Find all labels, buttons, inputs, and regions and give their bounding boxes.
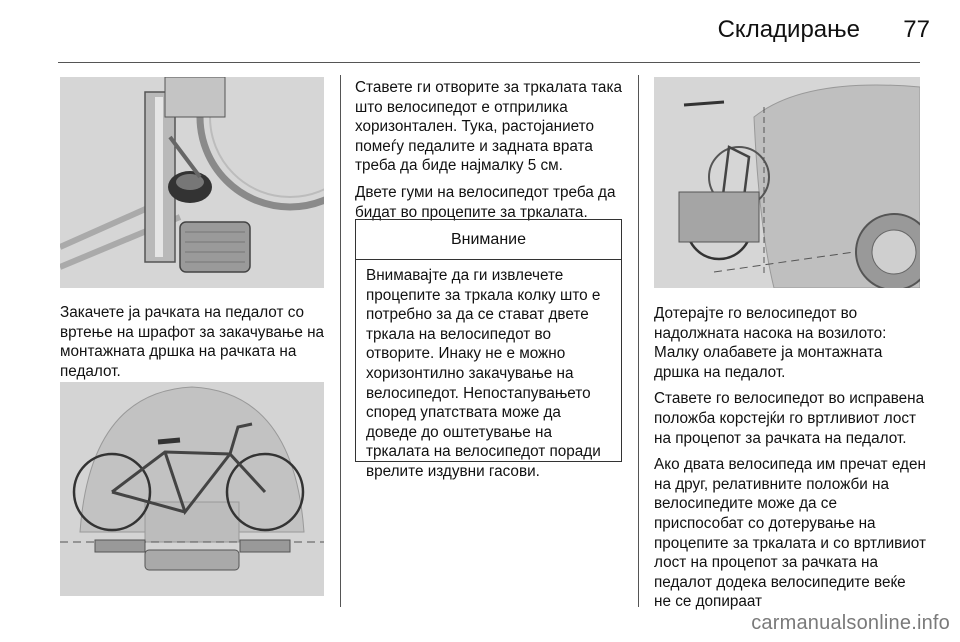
middle-paragraph-2: Двете гуми на велосипедот треба да бидат… (355, 183, 616, 221)
column-separator-1 (340, 75, 341, 607)
page-title: Складирање (717, 16, 860, 43)
watermark: carmanualsonline.info (751, 612, 950, 634)
page-number: 77 (903, 16, 930, 43)
pedal-holder-illustration (60, 77, 324, 288)
bike-side-view-illustration (654, 77, 920, 288)
column-separator-2 (638, 75, 639, 607)
caution-heading: Внимание (356, 220, 621, 260)
header-rule (58, 62, 920, 63)
middle-paragraph-1: Ставете ги отворите за тркалата така што… (355, 79, 622, 175)
right-paragraph-1: Дотерајте го велосипедот во надолжната н… (654, 305, 887, 381)
right-text: Дотерајте го велосипедот во надолжната н… (654, 304, 926, 619)
bike-on-carrier-illustration (60, 382, 324, 596)
right-paragraph-3: Ако двата велосипеда им пречат еден на д… (654, 456, 926, 611)
caution-note: Внимание Внимавајте да ги извлечете проц… (355, 219, 622, 480)
left-caption: Закачете ја рачката на педалот со вртење… (60, 303, 328, 388)
left-caption-text: Закачете ја рачката на педалот со вртење… (60, 304, 325, 380)
caution-body: Внимавајте да ги извлечете процепите за … (366, 267, 601, 480)
middle-text: Ставете ги отворите за тркалата така што… (355, 78, 627, 229)
right-paragraph-2: Ставете го велосипедот во исправена поло… (654, 390, 925, 447)
